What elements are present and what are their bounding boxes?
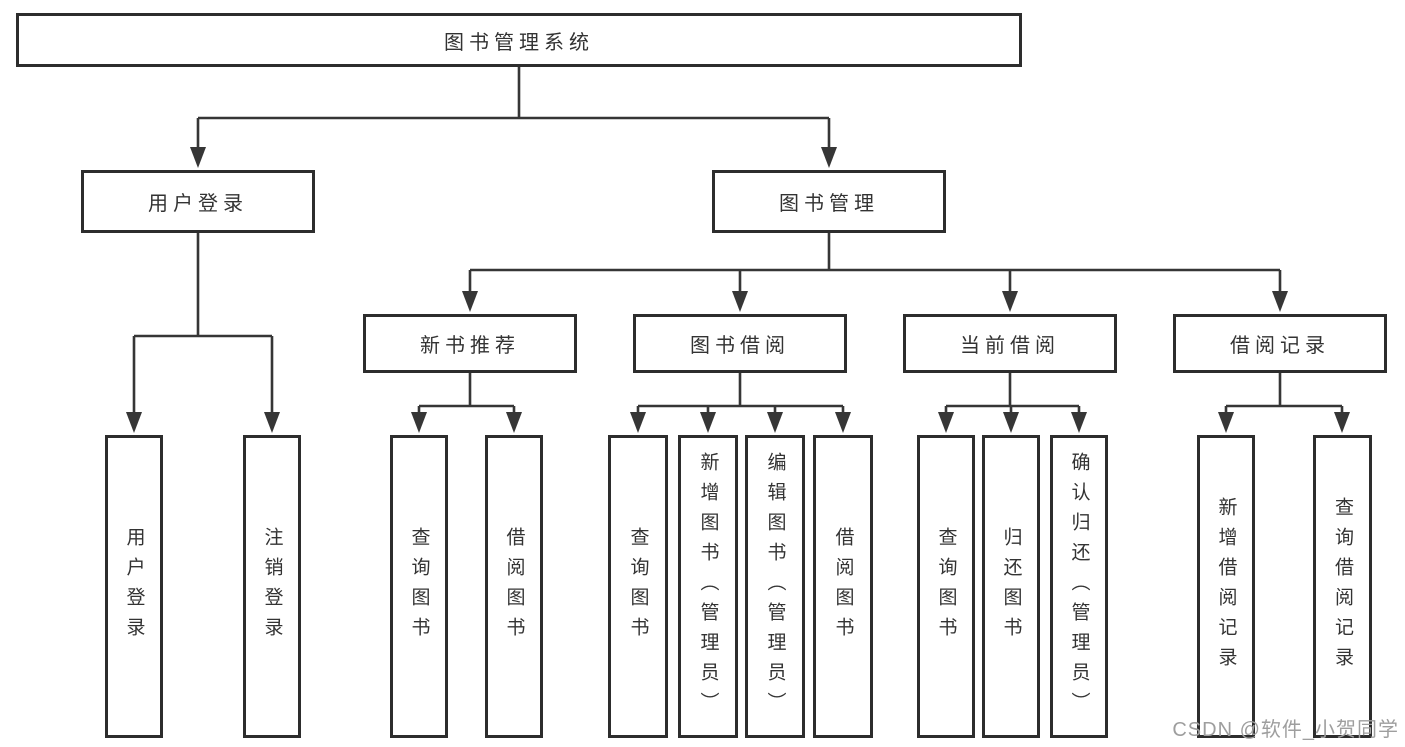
connector-current-borrow-branch	[938, 373, 1087, 433]
leaf-query-book-current: 查询图书	[917, 435, 975, 738]
leaf-edit-book-admin: 编辑图书（管理员）	[745, 435, 805, 738]
leaf-return-book: 归还图书	[982, 435, 1040, 738]
leaf-query-book-borrow: 查询图书	[608, 435, 668, 738]
leaf-borrow-book-recommend: 借阅图书	[485, 435, 543, 738]
connector-user-login-branch	[126, 233, 280, 433]
leaf-query-book-recommend: 查询图书	[390, 435, 448, 738]
leaf-query-borrow-record: 查询借阅记录	[1313, 435, 1372, 738]
connector-borrow-record-branch	[1218, 373, 1350, 433]
node-book-borrow: 图书借阅	[633, 314, 847, 373]
node-root-system: 图书管理系统	[16, 13, 1022, 67]
csdn-watermark: CSDN @软件_小贺同学	[1172, 719, 1399, 741]
leaf-add-book-admin: 新增图书（管理员）	[678, 435, 738, 738]
connector-root-to-level2	[190, 67, 837, 168]
leaf-logout: 注销登录	[243, 435, 301, 738]
connector-book-borrow-branch	[630, 373, 851, 433]
leaf-user-login: 用户登录	[105, 435, 163, 738]
node-borrow-record: 借阅记录	[1173, 314, 1387, 373]
leaf-borrow-book: 借阅图书	[813, 435, 873, 738]
leaf-confirm-return-admin: 确认归还（管理员）	[1050, 435, 1108, 738]
connector-new-book-recommend-branch	[411, 373, 522, 433]
node-new-book-recommend: 新书推荐	[363, 314, 577, 373]
node-current-borrow: 当前借阅	[903, 314, 1117, 373]
connector-book-management-branch	[462, 233, 1288, 312]
leaf-add-borrow-record: 新增借阅记录	[1197, 435, 1255, 738]
node-book-management-module: 图书管理	[712, 170, 946, 233]
node-user-login-module: 用户登录	[81, 170, 315, 233]
